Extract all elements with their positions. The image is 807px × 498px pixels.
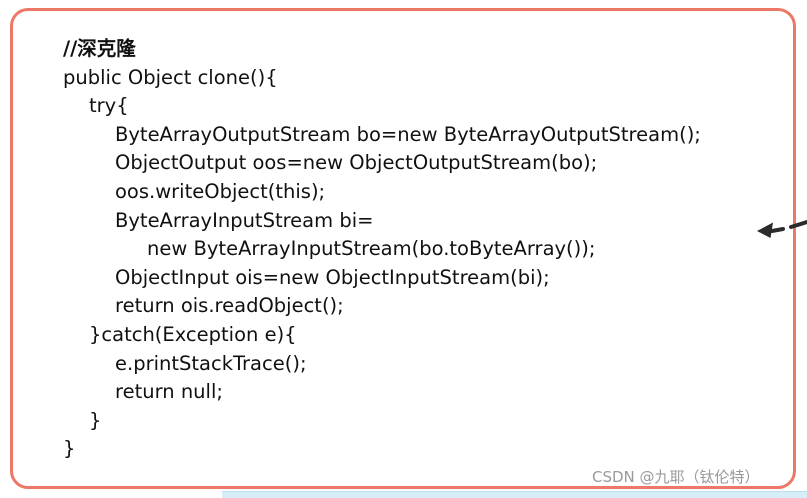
- code-block: //深克隆 public Object clone(){ try{ ByteAr…: [63, 35, 701, 464]
- code-line-input-stream-new: new ByteArrayInputStream(bo.toByteArray(…: [147, 237, 596, 261]
- code-line-catch: }catch(Exception e){: [89, 322, 297, 346]
- code-frame: [10, 8, 796, 489]
- code-line-try: try{: [89, 94, 129, 118]
- code-line-close-method: }: [63, 437, 76, 461]
- code-line-close-catch: }: [89, 408, 102, 432]
- code-comment: //深克隆: [63, 37, 136, 60]
- dashed-arrow-left-icon: [757, 220, 807, 238]
- code-line-return-read: return ois.readObject();: [115, 294, 344, 318]
- code-line-write-object: oos.writeObject(this);: [115, 179, 326, 203]
- code-line-return-null: return null;: [115, 380, 223, 404]
- code-line-object-output: ObjectOutput oos=new ObjectOutputStream(…: [115, 151, 598, 175]
- code-line-method-signature: public Object clone(){: [63, 65, 278, 89]
- code-line-object-input: ObjectInput ois=new ObjectInputStream(bi…: [115, 265, 550, 289]
- code-line-output-stream: ByteArrayOutputStream bo=new ByteArrayOu…: [115, 122, 701, 146]
- code-line-print-stack: e.printStackTrace();: [115, 351, 307, 375]
- csdn-watermark: CSDN @九耶（钛伦特）: [592, 468, 760, 486]
- code-line-input-stream-decl: ByteArrayInputStream bi=: [115, 208, 374, 232]
- bottom-strip: [222, 491, 807, 498]
